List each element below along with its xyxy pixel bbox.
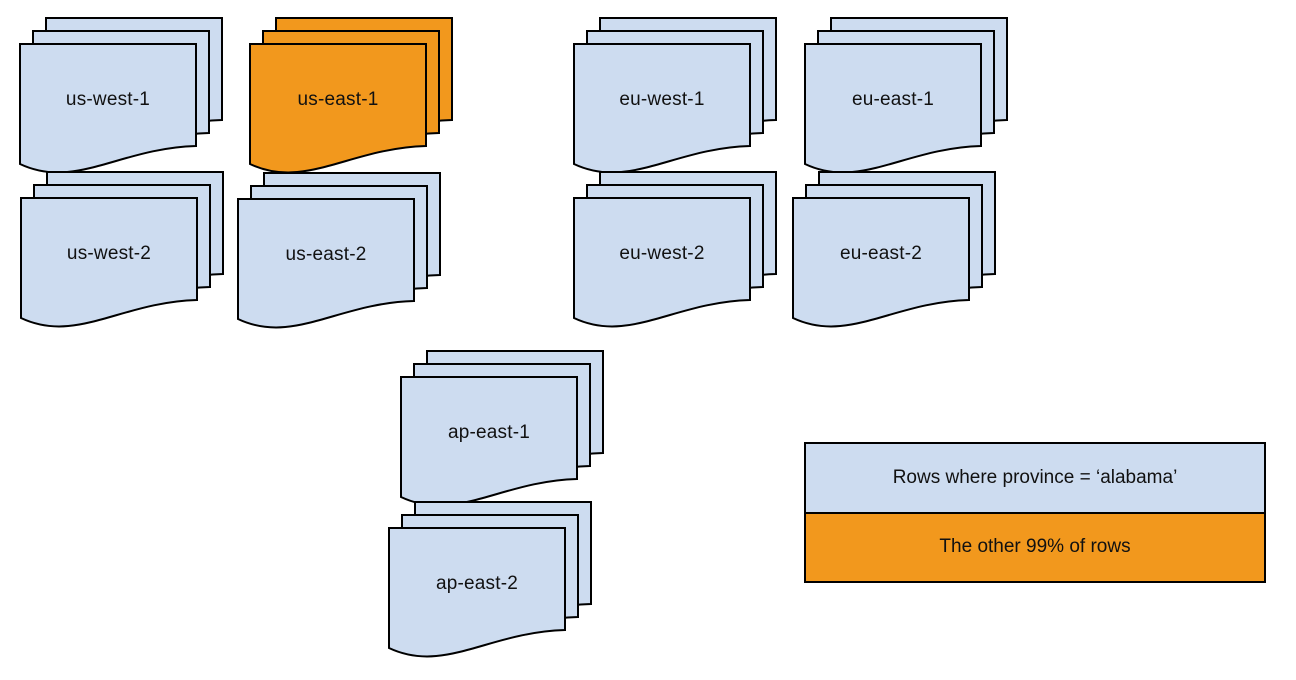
region-stack-label: eu-west-2 bbox=[619, 243, 705, 264]
document-page-front bbox=[804, 43, 982, 174]
document-page-front bbox=[237, 198, 415, 329]
document-page-front bbox=[388, 527, 566, 658]
legend-box: Rows where province = ‘alabama’ The othe… bbox=[804, 442, 1266, 583]
document-stack-icon bbox=[792, 171, 996, 328]
legend-item-alabama-rows: Rows where province = ‘alabama’ bbox=[806, 444, 1264, 514]
region-stack-label: eu-east-1 bbox=[851, 89, 935, 110]
document-stack-icon bbox=[388, 501, 592, 658]
region-stack-label: us-east-2 bbox=[285, 244, 367, 265]
document-stack-icon bbox=[804, 17, 1008, 174]
document-page-front bbox=[573, 197, 751, 328]
document-stack-icon bbox=[237, 172, 441, 329]
region-stack-label: us-east-1 bbox=[297, 89, 379, 110]
region-stack-eu-east-1: eu-east-1 bbox=[804, 17, 1010, 177]
document-stack-icon bbox=[573, 17, 777, 174]
document-page-front bbox=[573, 43, 751, 174]
region-stack-eu-east-2: eu-east-2 bbox=[792, 171, 998, 331]
region-stack-us-east-1: us-east-1 bbox=[249, 17, 455, 177]
region-stack-eu-west-1: eu-west-1 bbox=[573, 17, 779, 177]
document-stack-icon bbox=[400, 350, 604, 507]
region-stack-ap-east-1: ap-east-1 bbox=[400, 350, 606, 510]
document-stack-icon bbox=[573, 171, 777, 328]
region-stack-label: ap-east-2 bbox=[435, 573, 519, 594]
document-page-front bbox=[792, 197, 970, 328]
document-page-front bbox=[19, 43, 197, 174]
document-stack-icon bbox=[249, 17, 453, 174]
region-stack-us-west-2: us-west-2 bbox=[20, 171, 226, 331]
region-stack-eu-west-2: eu-west-2 bbox=[573, 171, 779, 331]
region-stack-label: eu-west-1 bbox=[619, 89, 705, 110]
region-stack-label: ap-east-1 bbox=[447, 422, 531, 443]
legend-item-label: The other 99% of rows bbox=[939, 536, 1131, 558]
document-stack-icon bbox=[19, 17, 223, 174]
document-page-front bbox=[20, 197, 198, 328]
legend-item-other-rows: The other 99% of rows bbox=[806, 513, 1264, 581]
document-stack-icon bbox=[20, 171, 224, 328]
region-stack-label: us-west-2 bbox=[66, 243, 152, 264]
legend-item-label: Rows where province = ‘alabama’ bbox=[892, 466, 1178, 488]
region-stack-us-west-1: us-west-1 bbox=[19, 17, 225, 177]
region-stack-us-east-2: us-east-2 bbox=[237, 172, 443, 332]
document-page-front bbox=[249, 43, 427, 174]
region-stack-label: us-west-1 bbox=[65, 89, 151, 110]
region-stack-ap-east-2: ap-east-2 bbox=[388, 501, 594, 661]
region-stack-label: eu-east-2 bbox=[839, 243, 923, 264]
